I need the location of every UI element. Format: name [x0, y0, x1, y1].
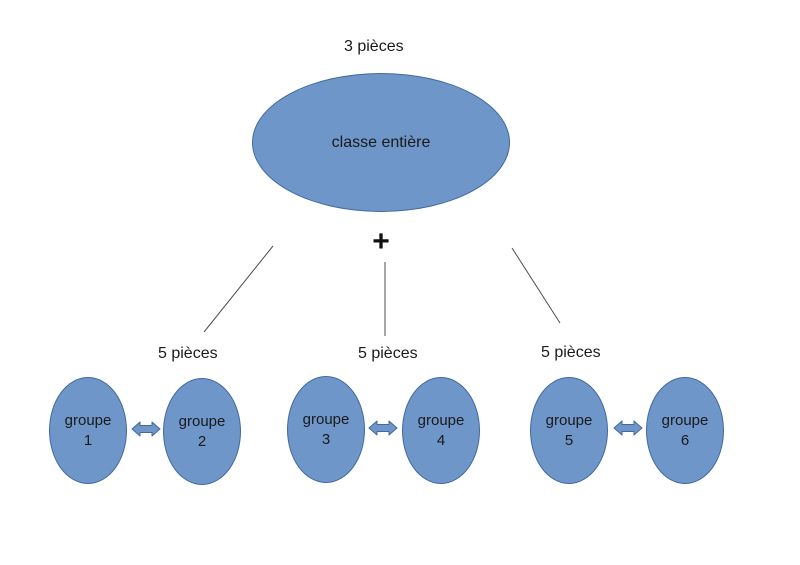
group-1-label: groupe — [64, 411, 112, 429]
root-ellipse-label: classe entière — [331, 133, 431, 151]
group-5-number: 5 — [564, 431, 574, 449]
group-6-label: groupe — [661, 411, 709, 429]
connector-line-left — [203, 245, 274, 333]
left-right-arrow-icon — [368, 420, 398, 436]
group-4-label: groupe — [417, 411, 465, 429]
root-count-label: 3 pièces — [344, 38, 404, 55]
group-5-label: groupe — [545, 411, 593, 429]
plus-symbol: + — [372, 225, 390, 258]
group-2-ellipse: groupe 2 — [163, 378, 241, 485]
group-2-count-label: 5 pièces — [358, 345, 418, 362]
group-2-label: groupe — [178, 412, 226, 430]
group-4-number: 4 — [436, 431, 446, 449]
group-3-label: groupe — [302, 410, 350, 428]
group-1-ellipse: groupe 1 — [49, 377, 127, 484]
left-right-arrow-shape — [368, 420, 398, 436]
group-1-number: 1 — [83, 431, 93, 449]
group-5-ellipse: groupe 5 — [530, 377, 608, 484]
connector-line-right — [511, 247, 561, 324]
left-right-arrow-shape — [613, 420, 643, 436]
group-4-ellipse: groupe 4 — [402, 377, 480, 484]
group-2-number: 2 — [197, 432, 207, 450]
group-6-ellipse: groupe 6 — [646, 377, 724, 484]
left-right-arrow-shape — [131, 421, 161, 437]
group-6-number: 6 — [680, 431, 690, 449]
group-3-count-label: 5 pièces — [541, 344, 601, 361]
left-right-arrow-icon — [131, 421, 161, 437]
group-3-number: 3 — [321, 430, 331, 448]
group-1-count-label: 5 pièces — [158, 345, 218, 362]
group-3-ellipse: groupe 3 — [287, 376, 365, 483]
root-ellipse: classe entière — [252, 73, 510, 212]
left-right-arrow-icon — [613, 420, 643, 436]
